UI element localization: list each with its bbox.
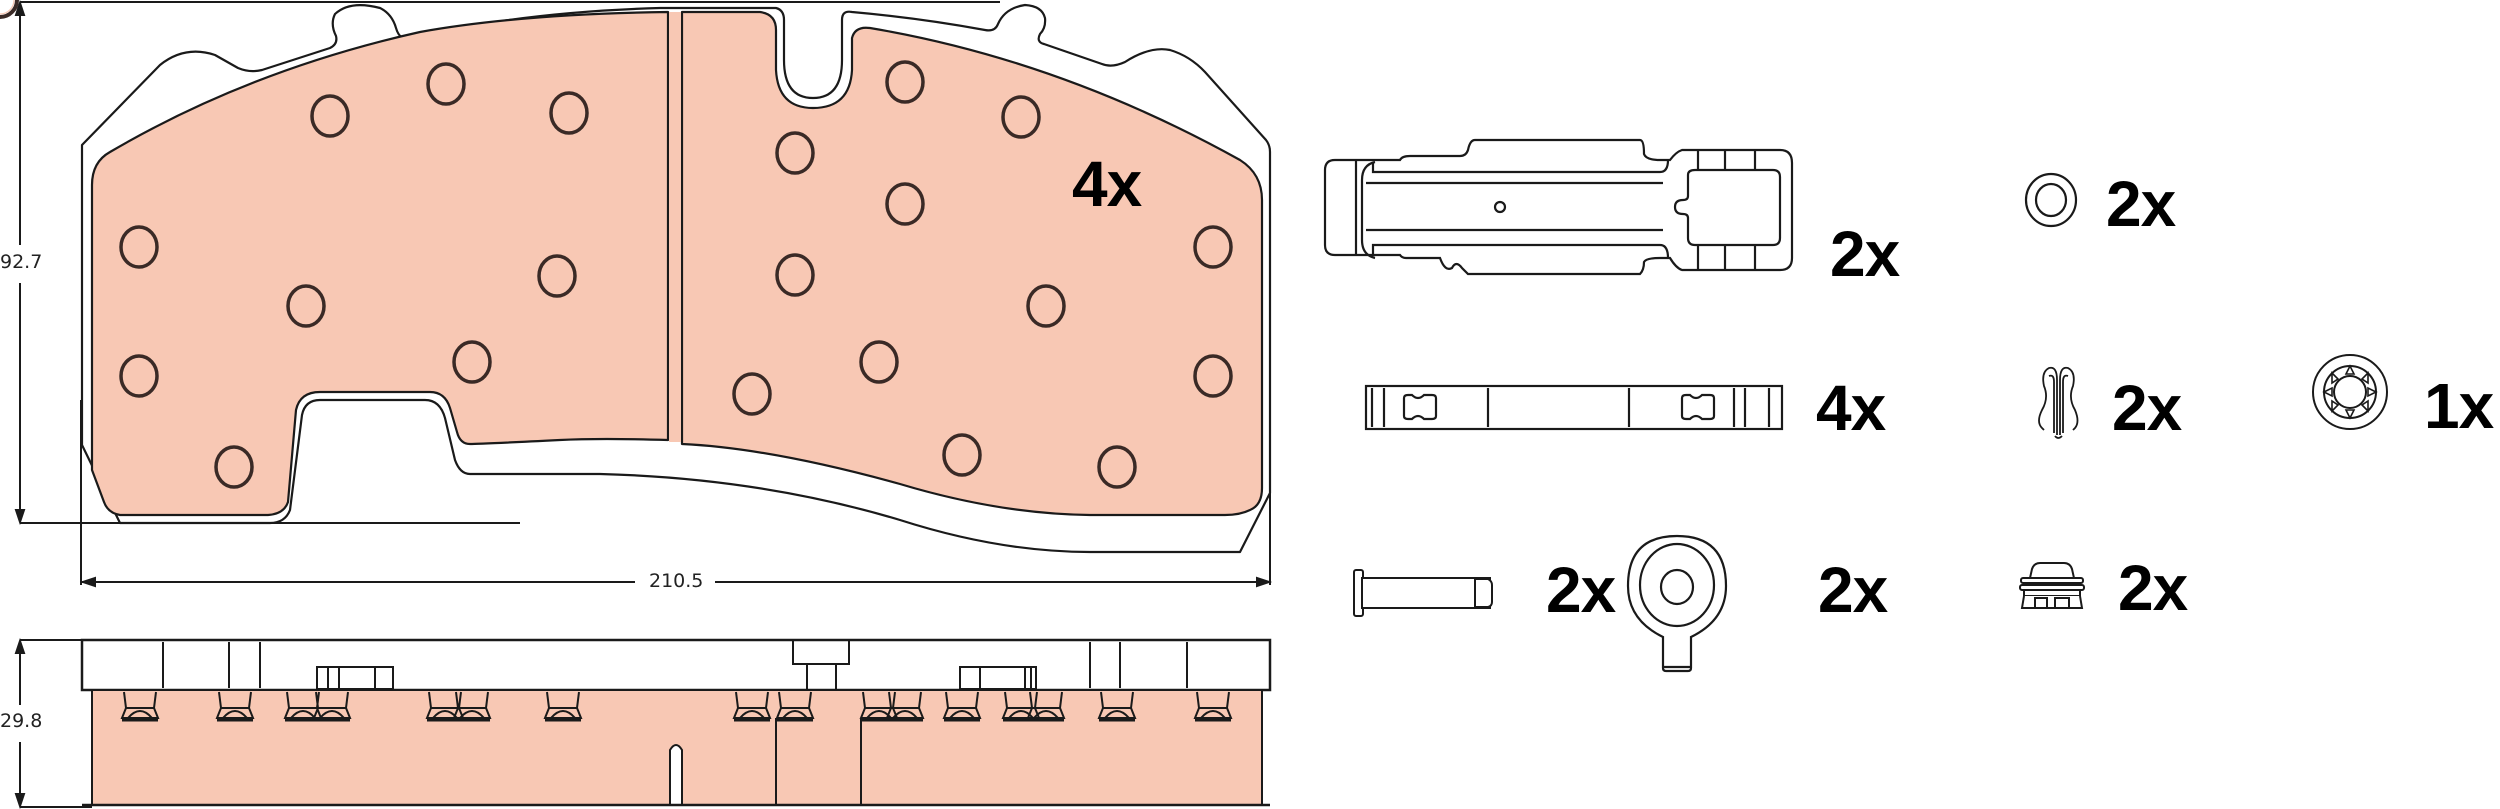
tab-washer-icon <box>1626 534 1728 673</box>
plug-cap-icon <box>2019 562 2085 609</box>
height-dimension-label: 92.7 <box>0 253 47 272</box>
dimension-lines <box>14 0 1273 809</box>
pin-quantity: 2x <box>1546 554 1616 626</box>
spring-clip-icon <box>2038 366 2079 439</box>
brake-pad-front-view <box>0 0 1272 554</box>
brake-pad-side-view <box>80 638 1272 807</box>
hold-down-plate-quantity: 2x <box>1830 218 1900 290</box>
thickness-dimension-label: 29.8 <box>0 712 47 731</box>
brake-pad-quantity: 4x <box>1072 148 1142 220</box>
retaining-bar-icon <box>1364 384 1784 431</box>
tab-washer-quantity: 2x <box>1818 554 1888 626</box>
friction-material-left <box>90 10 670 517</box>
washer-icon <box>2024 172 2078 228</box>
width-dimension-label: 210.5 <box>645 572 708 591</box>
spring-clip-quantity: 2x <box>2112 372 2182 444</box>
toothed-lock-washer-icon <box>2312 354 2388 430</box>
plug-cap-quantity: 2x <box>2118 552 2188 624</box>
toothed-lock-washer-quantity: 1x <box>2424 370 2494 442</box>
washer-quantity: 2x <box>2106 168 2176 240</box>
retaining-bar-quantity: 4x <box>1816 372 1886 444</box>
friction-holes <box>0 0 19 19</box>
friction-material-right <box>680 10 1264 517</box>
pin-icon <box>1353 569 1493 617</box>
rivets <box>120 691 1233 722</box>
hold-down-plate-icon <box>1323 138 1794 276</box>
